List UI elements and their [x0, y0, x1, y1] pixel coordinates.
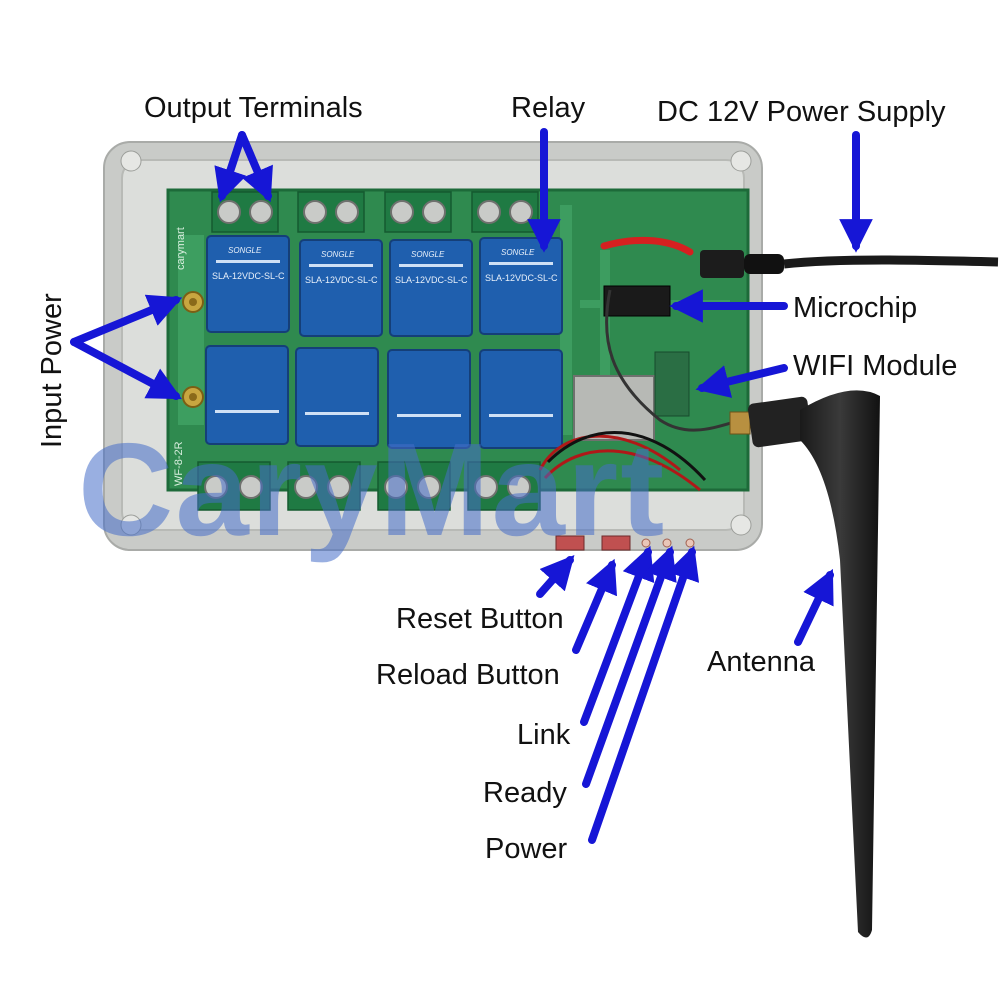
relay-icon	[205, 345, 289, 445]
relay-text: SLA-12VDC-SL-C	[305, 275, 378, 285]
arrow-icon	[70, 338, 182, 400]
antenna-coax	[605, 289, 743, 432]
board-model: WF-8-2R	[173, 441, 185, 486]
bottom-terminal-blocks	[197, 461, 541, 511]
sma-connector	[729, 411, 751, 435]
board-brand: carymart	[175, 227, 187, 270]
arrow-icon	[572, 558, 617, 654]
label-input-power: Input Power	[36, 293, 68, 448]
label-relay: Relay	[511, 92, 586, 124]
wifi-chip	[654, 351, 690, 417]
arrow-icon	[580, 545, 655, 726]
label-antenna: Antenna	[707, 646, 816, 678]
input-power-posts	[182, 291, 204, 408]
dc-jack	[700, 250, 744, 278]
arrow-icon	[794, 568, 834, 646]
arrow-icon	[238, 131, 273, 203]
label-reset-button: Reset Button	[396, 603, 564, 635]
screw-icon	[730, 150, 752, 172]
label-microchip: Microchip	[793, 292, 918, 324]
relay-icon	[295, 347, 379, 447]
screw-icon	[120, 514, 142, 536]
arrow-icon	[582, 545, 677, 788]
relay-icon	[479, 349, 563, 449]
arrow-icon	[695, 364, 788, 398]
wire-bundle	[546, 430, 707, 482]
relay-brand: SONGLE	[321, 250, 355, 259]
arrow-icon	[214, 131, 247, 203]
reset-button-icon	[555, 535, 585, 551]
label-power: Power	[485, 833, 568, 865]
relay-text: SLA-12VDC-SL-C	[212, 271, 285, 281]
relay-text: SLA-12VDC-SL-C	[395, 275, 468, 285]
label-link: Link	[517, 719, 571, 751]
antenna-base	[748, 396, 812, 448]
power-cable-icon	[783, 255, 999, 269]
power-plug-icon	[744, 254, 784, 274]
arrow-icon	[588, 545, 700, 844]
label-output-terminals: Output Terminals	[144, 92, 363, 124]
arrow-icon	[70, 294, 183, 346]
relay-icon	[387, 349, 471, 449]
annotation-arrows	[70, 128, 873, 844]
microchip	[603, 285, 671, 317]
power-led-icon	[685, 538, 695, 548]
wifi-module	[573, 375, 655, 441]
label-dc-power: DC 12V Power Supply	[657, 96, 946, 128]
screw-icon	[730, 514, 752, 536]
relays	[205, 235, 563, 449]
antenna-icon	[800, 390, 880, 938]
screw-icon	[120, 150, 142, 172]
label-wifi-module: WIFI Module	[793, 350, 958, 382]
wire-bundle	[538, 434, 701, 492]
relay-text: SLA-12VDC-SL-C	[485, 273, 558, 283]
arrow-icon	[536, 554, 575, 598]
red-wire	[600, 236, 694, 256]
watermark-logo: CaryMart	[78, 416, 667, 563]
label-ready: Ready	[483, 777, 567, 809]
label-reload-button: Reload Button	[376, 659, 560, 691]
relay-brand: SONGLE	[411, 250, 445, 259]
relay-brand: SONGLE	[228, 246, 262, 255]
relay-brand: SONGLE	[501, 248, 535, 257]
